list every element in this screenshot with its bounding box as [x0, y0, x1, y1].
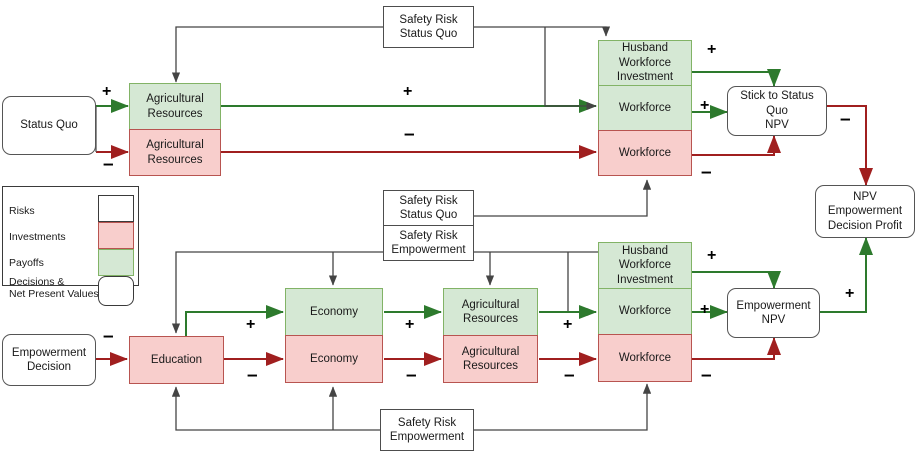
label-line-1: Husband Workforce [618, 42, 672, 69]
label-line-1: Safety Risk [397, 416, 457, 429]
stack-safety-risk-middle: Safety Risk Status Quo Safety Risk Empow… [383, 190, 474, 262]
sign-status-quo-to-agri-plus: + [102, 83, 112, 100]
stack-agricultural-resources-top: Agricultural Resources Agricultural Reso… [129, 83, 221, 177]
sign-agri-to-workforce-plus: + [403, 83, 413, 100]
label-line-1: Agricultural [461, 345, 520, 358]
stack-workforce-top: Husband Workforce Investment Workforce W… [598, 40, 692, 178]
sign-status-quo-npv-to-profit-minus: – [840, 109, 851, 130]
label-line-2: Empowerment [391, 244, 466, 256]
label-line-1: Agricultural [146, 139, 204, 152]
node-workforce-investment-top[interactable]: Workforce [598, 130, 692, 176]
node-economy-investment[interactable]: Economy [285, 335, 383, 383]
node-workforce-payoff-bottom[interactable]: Workforce [598, 288, 692, 335]
node-safety-risk-status-quo-middle[interactable]: Safety Risk Status Quo [383, 190, 474, 226]
legend-label-payoffs: Payoffs [9, 257, 44, 269]
sign-economy-to-agri-minus: – [406, 365, 417, 386]
legend-swatch-decisions [98, 276, 134, 306]
sign-education-to-economy-minus: – [247, 365, 258, 386]
label-line-2: Resources [463, 360, 518, 372]
node-workforce-payoff-top[interactable]: Workforce [598, 85, 692, 131]
node-stick-to-status-quo-npv[interactable]: Stick to Status Quo NPV [727, 86, 827, 136]
node-safety-risk-empowerment-bottom[interactable]: Safety Risk Empowerment [380, 409, 474, 451]
sign-empowerment-to-education-minus: – [103, 326, 114, 347]
label-line-1: Stick to Status Quo [740, 90, 814, 117]
node-agricultural-resources-payoff-bottom[interactable]: Agricultural Resources [443, 288, 538, 336]
label-line-2: Investment [616, 273, 674, 286]
node-agricultural-resources-payoff-top[interactable]: Agricultural Resources [129, 83, 221, 130]
label-line-1: Safety Risk [399, 194, 458, 207]
sign-agri-to-workforce-minus-bottom: – [564, 365, 575, 386]
sign-empowerment-npv-to-profit-plus: + [845, 285, 855, 302]
stack-economy: Economy Economy [285, 288, 383, 384]
label-line-2: Resources [463, 313, 518, 325]
label-line-1: Husband Workforce [618, 244, 672, 272]
legend-label-investments: Investments [9, 231, 66, 243]
node-husband-workforce-investment-top[interactable]: Husband Workforce Investment [598, 40, 692, 86]
legend-label-risks: Risks [9, 205, 35, 217]
label-line-1: Empowerment [11, 346, 87, 359]
risk-line-2: Status Quo [399, 28, 458, 40]
sign-workforce-minus-bottom-2: – [701, 365, 712, 386]
legend-swatch-payoffs [98, 249, 134, 276]
sign-workforce-minus-top: – [701, 162, 712, 183]
sign-status-quo-to-agri-minus: – [103, 154, 114, 175]
label-line-1: Agricultural [146, 93, 204, 106]
legend-swatch-risks [98, 195, 134, 222]
sign-workforce-plus-top: + [700, 97, 710, 114]
node-education[interactable]: Education [129, 336, 224, 384]
label-line-2: Resources [147, 107, 203, 120]
label-line-2: Empowerment [389, 431, 465, 443]
sign-hwi-plus-bottom: + [707, 247, 717, 264]
node-husband-workforce-investment-bottom[interactable]: Husband Workforce Investment [598, 242, 692, 289]
legend-label-decisions-line2: Net Present Values [9, 288, 99, 300]
node-agricultural-resources-investment-bottom[interactable]: Agricultural Resources [443, 335, 538, 383]
node-empowerment-decision[interactable]: Empowerment Decision [2, 334, 96, 386]
legend-swatch-investments [98, 222, 134, 249]
node-agricultural-resources-investment-top[interactable]: Agricultural Resources [129, 129, 221, 176]
sign-economy-to-agri-plus: + [405, 316, 415, 333]
sign-agri-to-workforce-plus-bottom: + [563, 316, 573, 333]
label-line-1: Agricultural [461, 298, 520, 311]
label-line-1: Safety Risk [399, 229, 458, 242]
label-line-2: Resources [147, 153, 203, 166]
risk-line-1: Safety Risk [399, 13, 458, 26]
stack-agricultural-resources-bottom: Agricultural Resources Agricultural Reso… [443, 288, 538, 384]
sign-hwi-plus-top: + [707, 41, 717, 58]
stack-workforce-bottom: Husband Workforce Investment Workforce W… [598, 242, 692, 384]
node-workforce-investment-bottom[interactable]: Workforce [598, 334, 692, 382]
label-line-2: NPV [765, 119, 789, 132]
label-line-2: Decision Profit [827, 219, 903, 232]
node-safety-risk-empowerment-middle[interactable]: Safety Risk Empowerment [383, 225, 474, 261]
node-safety-risk-status-quo-top[interactable]: Safety Risk Status Quo [383, 6, 474, 48]
node-npv-empowerment-decision-profit[interactable]: NPV Empowerment Decision Profit [815, 185, 915, 238]
legend-label-decisions-line1: Decisions & [9, 276, 65, 288]
legend-panel: Risks Investments Payoffs Decisions & Ne… [2, 186, 139, 306]
node-economy-payoff[interactable]: Economy [285, 288, 383, 336]
sign-workforce-plus-bottom: + [700, 301, 710, 318]
sign-agri-to-workforce-minus: – [404, 124, 415, 145]
node-empowerment-npv[interactable]: Empowerment NPV [727, 288, 820, 338]
node-status-quo-decision[interactable]: Status Quo [2, 96, 96, 155]
label-line-2: Decision [26, 361, 72, 373]
label-line-2: Investment [616, 71, 674, 84]
label-line-1: NPV Empowerment [827, 190, 903, 218]
sign-education-to-economy-plus: + [246, 316, 256, 333]
label-line-2: Status Quo [399, 209, 458, 221]
